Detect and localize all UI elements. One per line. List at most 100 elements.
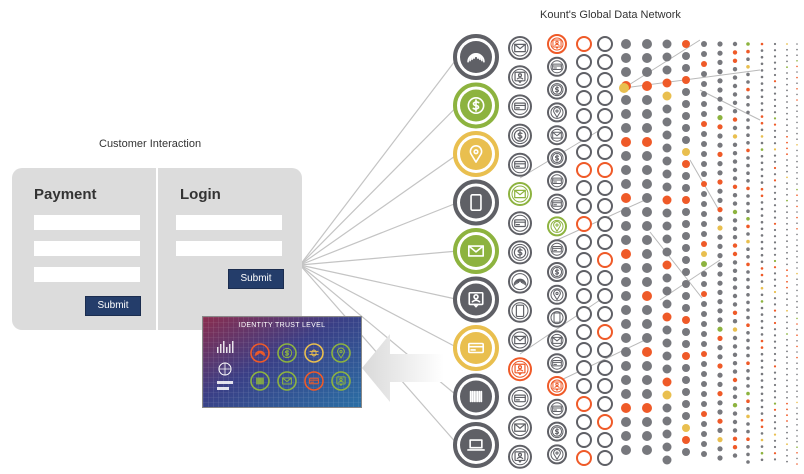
network-dot [621,347,631,357]
network-dot [773,297,777,300]
network-dot [786,130,788,132]
network-dot [682,340,690,348]
network-dot [717,289,723,295]
network-dot [732,184,738,189]
network-dot [773,383,777,387]
network-dot [682,64,690,72]
network-dot [760,366,764,369]
barcode-icon [250,371,270,391]
network-dot [786,460,788,463]
network-dot [773,216,777,219]
network-dot [732,50,738,55]
network-dot [786,240,788,243]
network-dot [760,260,764,264]
network-dot [796,424,798,426]
network-dot [621,249,631,259]
network-dot [701,311,707,317]
network-dot [786,164,788,167]
dollar-icon [547,148,567,168]
network-dot [786,153,788,156]
network-dot [796,211,798,213]
dollar-icon [453,82,499,129]
envelope-icon [508,415,532,440]
network-dot [597,288,613,304]
trust-card-graphic [203,317,361,407]
network-dot [796,267,798,269]
network-dot [682,400,690,408]
network-dot [796,88,798,90]
network-dot [621,221,631,231]
fingerprint-icon [453,34,499,80]
payment-submit-button[interactable]: Submit [85,296,141,316]
network-dot [796,255,798,258]
network-dot [621,151,631,161]
network-dot [746,217,750,221]
network-dot [786,199,788,202]
network-dot [732,419,738,425]
network-dot [682,412,690,420]
network-dot [773,173,777,176]
network-dot [786,48,788,51]
network-dot [597,36,613,52]
network-dot [796,99,798,101]
network-dot [642,445,652,455]
credit-card-icon [508,386,532,411]
network-dot [760,326,764,330]
network-dot [732,92,738,97]
network-dot [773,210,777,213]
network-dot [682,448,690,456]
network-dot [773,433,777,436]
login-field-1[interactable] [176,215,282,230]
network-dot [796,278,798,281]
network-dot [621,263,631,273]
network-dot [732,193,738,198]
network-dot [786,269,788,272]
network-dot [796,160,798,163]
network-dot [773,142,777,145]
network-dot [717,299,723,305]
network-dot [796,446,798,449]
network-dot [760,102,764,105]
network-dot [597,324,613,340]
network-dot [746,331,750,335]
network-dot [576,306,592,322]
network-dot [701,111,707,117]
network-dot [746,262,750,267]
network-dot [773,204,777,207]
payment-field-3[interactable] [34,267,140,282]
network-dot [746,452,750,457]
network-dot [732,75,738,80]
network-dot [682,232,690,240]
network-dot [786,321,788,324]
network-dot [786,141,788,144]
network-dot [662,221,672,231]
payment-field-2[interactable] [34,241,140,256]
network-dot [732,369,738,374]
network-dot [746,407,750,411]
network-dot [760,161,764,165]
network-dot [682,256,690,264]
payment-field-1[interactable] [34,215,140,230]
network-dot [662,169,672,179]
location-pin-icon [453,131,499,177]
network-dot [701,271,707,277]
network-dot [701,361,707,367]
login-field-2[interactable] [176,241,282,256]
network-dot [701,151,707,157]
network-dot [642,333,652,343]
network-dot [682,424,690,432]
login-submit-button[interactable]: Submit [228,269,284,289]
network-dot [597,432,613,448]
network-dot [760,174,764,178]
identity-trust-card: IDENTITY TRUST LEVEL [202,316,362,408]
network-dot [576,144,592,160]
envelope-icon [508,182,532,206]
network-dot [773,73,777,77]
network-dot [701,421,707,427]
network-dot [760,95,764,99]
network-dot [786,257,788,260]
network-dot [732,134,738,139]
network-dot [662,364,672,374]
network-dot [786,101,788,103]
